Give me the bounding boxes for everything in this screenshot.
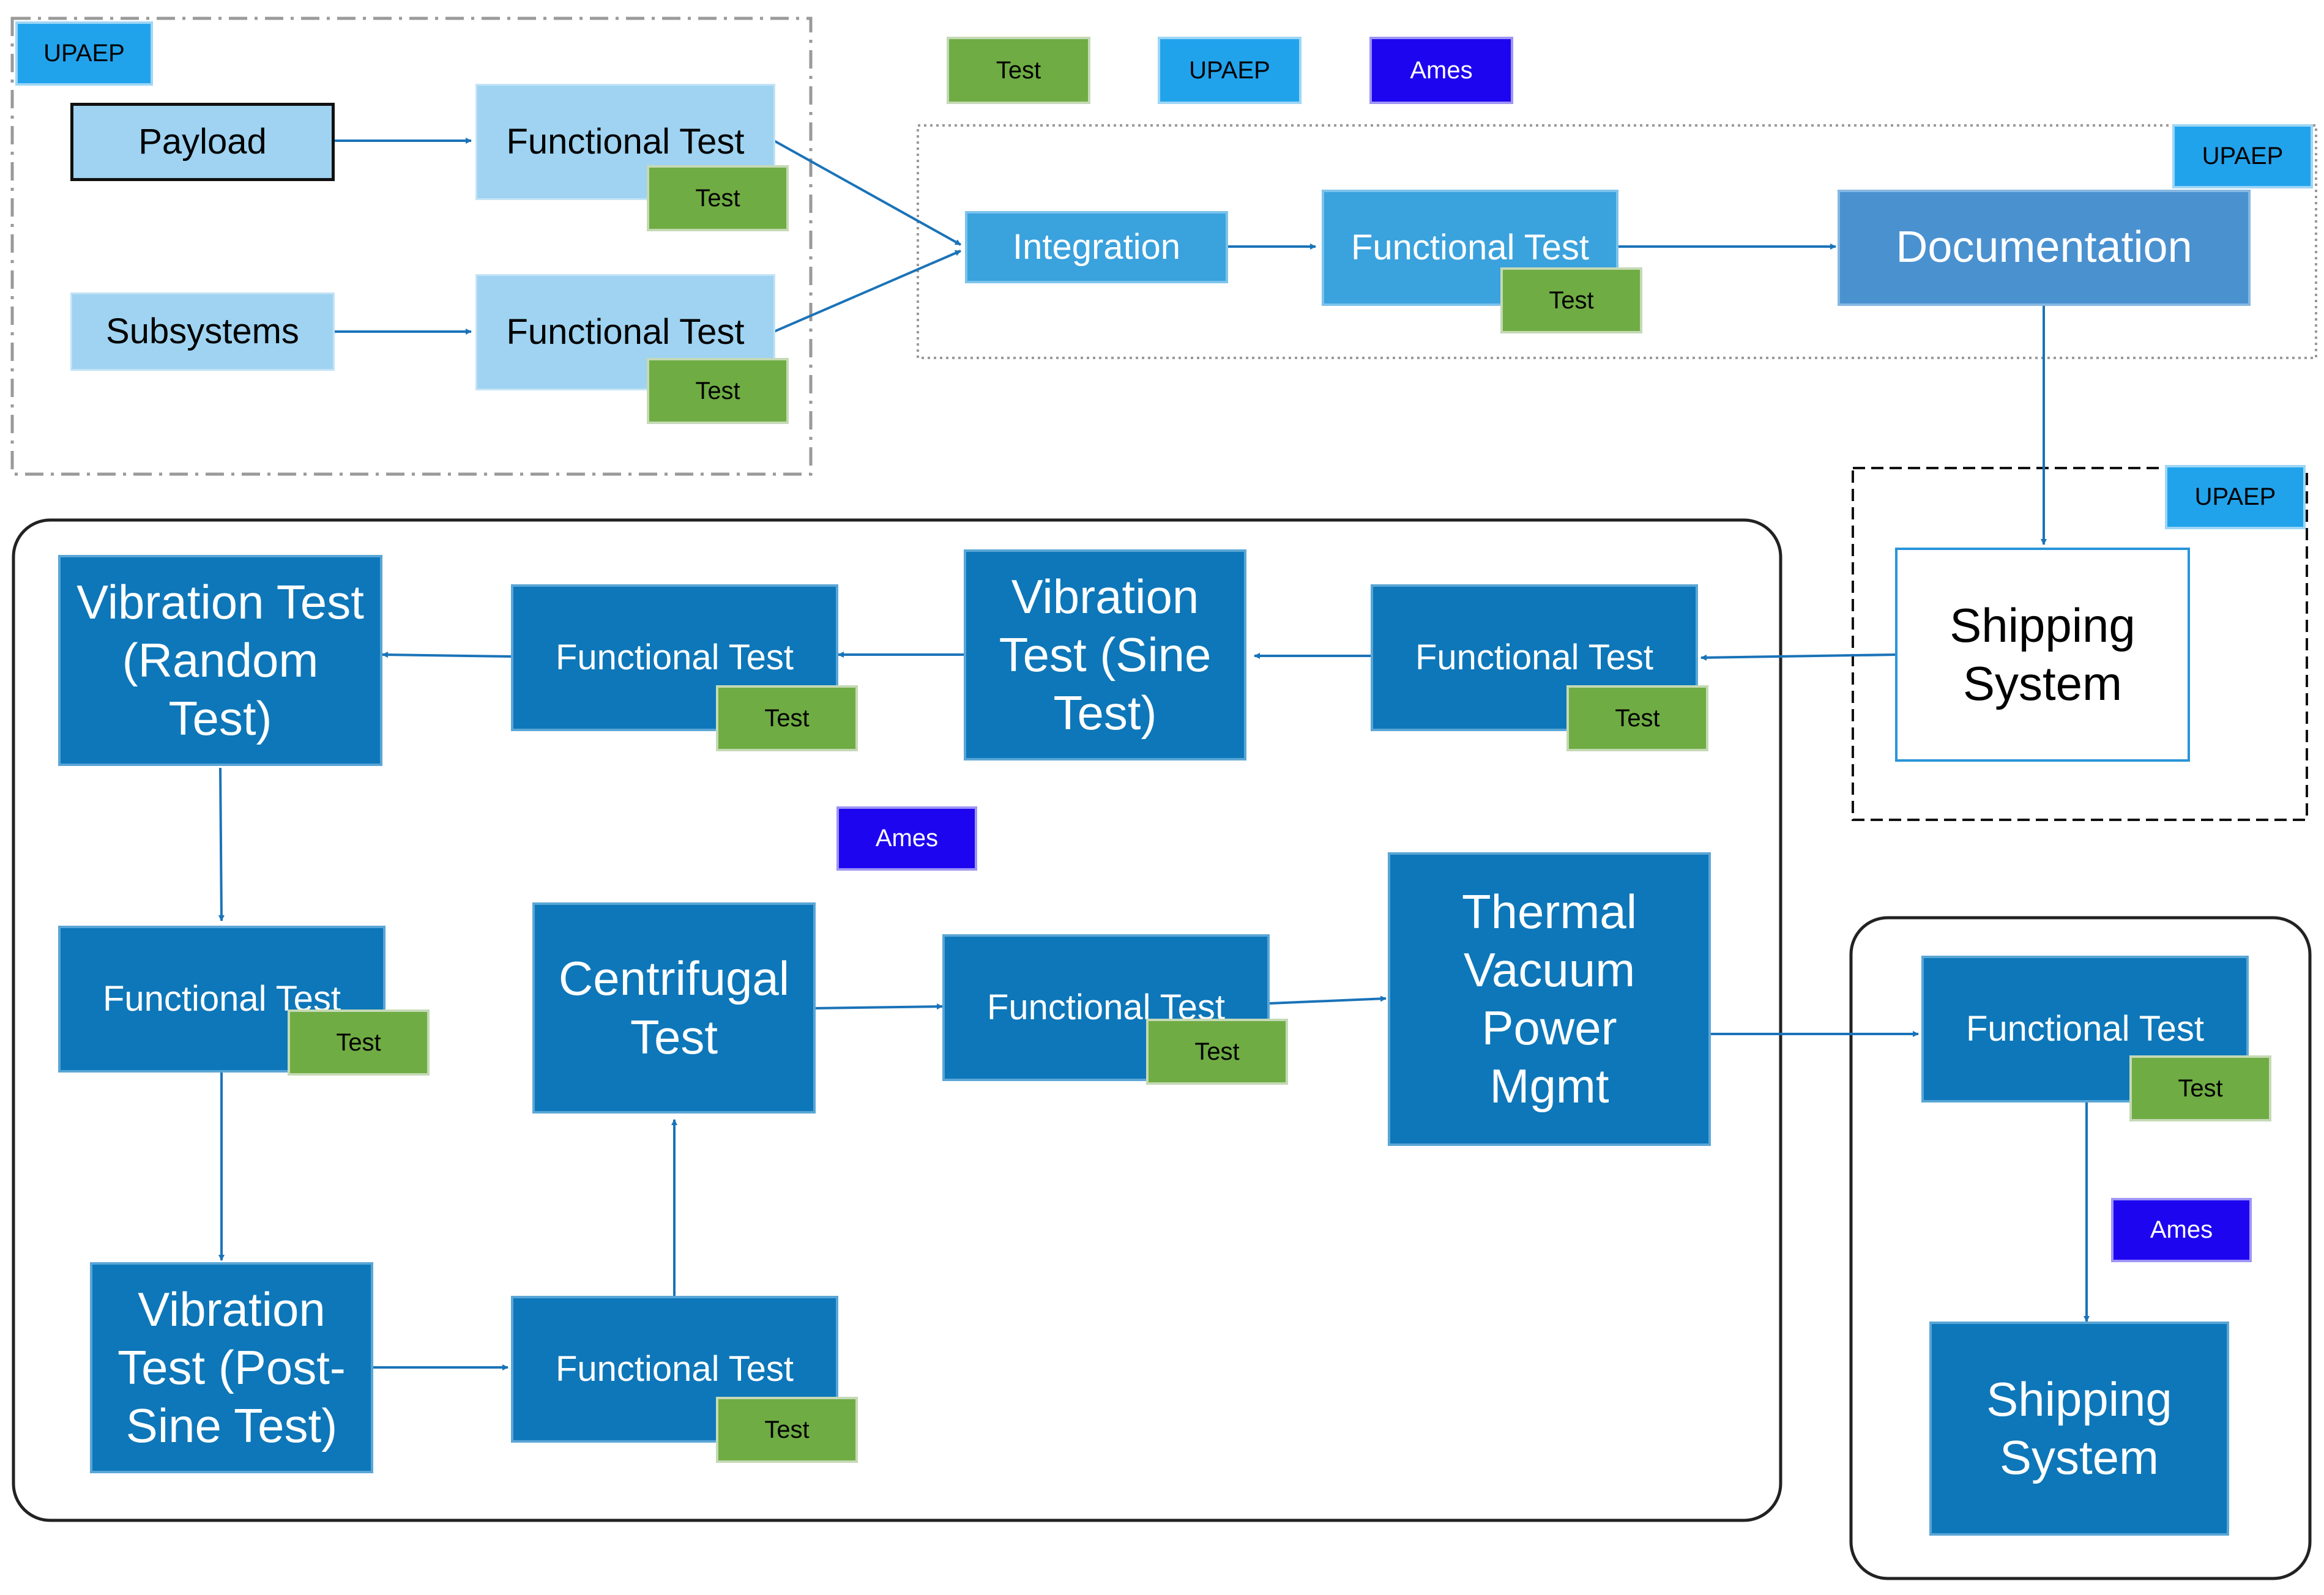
legend-upaep-tag: UPAEP — [1158, 37, 1302, 104]
vibration-post-sine-test-box: Vibration Test (Post-Sine Test) — [90, 1262, 373, 1473]
ames-tag-test-group: Ames — [836, 806, 977, 871]
shipping-system-box: Shipping System — [1895, 548, 2190, 762]
test-tag-final: Test — [2129, 1055, 2271, 1121]
upaep-tag-shipping: UPAEP — [2165, 465, 2306, 529]
test-tag-payload: Test — [647, 165, 789, 231]
legend-ames-tag: Ames — [1369, 37, 1513, 104]
ames-test-group-frame — [12, 518, 1782, 1522]
centrifugal-test-box: Centrifugal Test — [532, 902, 816, 1114]
final-shipping-group-frame — [1849, 916, 2312, 1580]
test-tag-after-random: Test — [288, 1009, 430, 1076]
test-tag-subsystems: Test — [647, 358, 789, 424]
shipping-system-final-box: Shipping System — [1929, 1322, 2229, 1536]
upaep-tag-integration: UPAEP — [2172, 124, 2313, 188]
vibration-sine-test-box: Vibration Test (Sine Test) — [964, 549, 1246, 760]
vibration-random-test-box: Vibration Test (Random Test) — [58, 555, 382, 766]
integration-box: Integration — [965, 211, 1228, 283]
thermal-vacuum-power-mgmt-box: Thermal Vacuum Power Mgmt — [1388, 852, 1711, 1146]
shipping-group-frame — [1852, 467, 2308, 821]
ames-tag-final: Ames — [2111, 1198, 2252, 1262]
documentation-box: Documentation — [1838, 190, 2251, 306]
test-tag-after-sine: Test — [716, 685, 858, 751]
subsystems-box: Subsystems — [70, 292, 335, 371]
payload-box: Payload — [70, 103, 335, 181]
upaep-group-frame — [10, 17, 813, 476]
test-tag-after-shipping: Test — [1566, 685, 1708, 751]
legend-test-tag: Test — [947, 37, 1090, 104]
test-tag-after-post-sine: Test — [716, 1397, 858, 1463]
test-tag-after-centrifugal: Test — [1146, 1019, 1288, 1085]
upaep-tag: UPAEP — [15, 21, 153, 86]
test-tag-integration: Test — [1500, 267, 1642, 333]
